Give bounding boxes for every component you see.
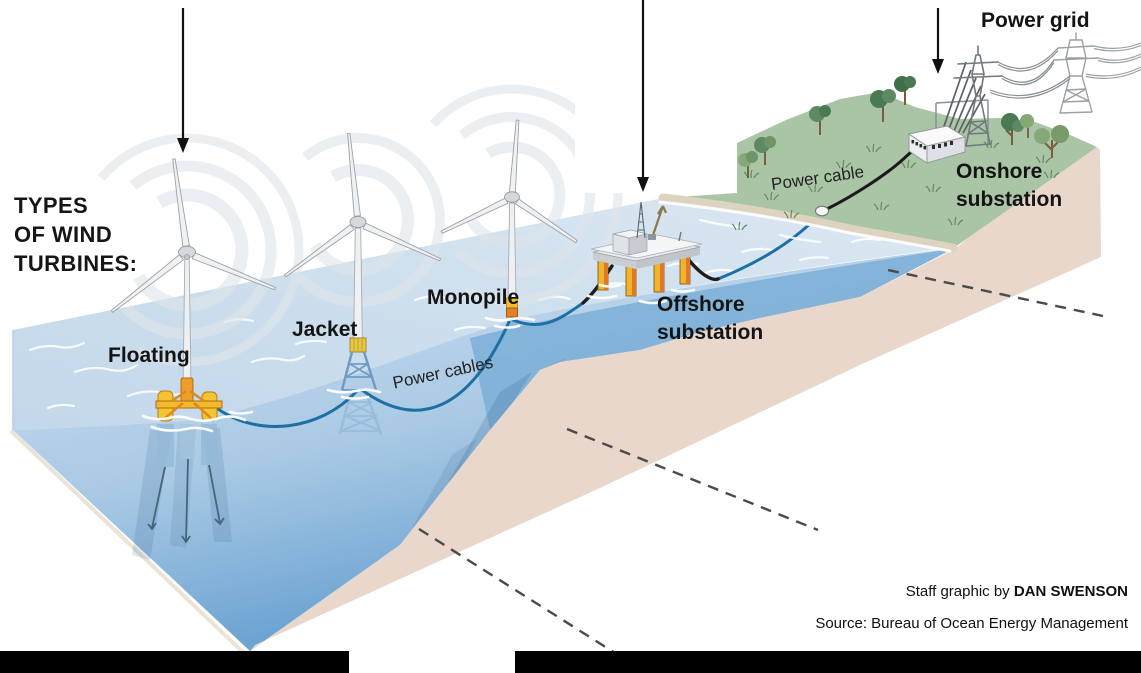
pointer-arrows xyxy=(177,0,944,192)
slope-shadow xyxy=(412,438,478,528)
beach-strip xyxy=(658,193,958,253)
monopile-turbine xyxy=(440,119,578,329)
shore-foam xyxy=(658,200,952,253)
bottom-black-bar-left xyxy=(0,651,349,673)
monopile-orange-band xyxy=(506,307,518,318)
source-credit: Source: Bureau of Ocean Energy Managemen… xyxy=(815,615,1129,632)
dashed-extension-line xyxy=(418,527,646,673)
slope-shadow xyxy=(448,372,532,482)
tree xyxy=(809,105,831,135)
lattice-mast xyxy=(636,201,646,239)
rotor xyxy=(283,132,442,278)
rotor xyxy=(110,158,277,313)
offshore-substation xyxy=(586,201,703,305)
power-lines xyxy=(989,42,1141,99)
transmission-tower-far xyxy=(1053,32,1099,114)
floating-foundation-underwater xyxy=(132,424,232,560)
credits: Staff graphic by DAN SWENSON Source: Bur… xyxy=(815,583,1129,632)
crane xyxy=(648,205,668,240)
block-edge xyxy=(9,429,250,659)
tree xyxy=(870,89,896,122)
arrow-floating-turbine xyxy=(177,8,189,153)
rotor-swoosh-arcs xyxy=(70,84,623,367)
mooring-lines xyxy=(147,458,225,544)
page-title-line3: TURBINES: xyxy=(14,251,137,276)
label-onshore-substation-line2: substation xyxy=(956,188,1062,211)
cable-jacket-to-monopile xyxy=(360,320,511,412)
nearshore-water-band xyxy=(470,249,952,430)
arrow-offshore-substation xyxy=(637,0,649,192)
transmission-tower-near xyxy=(953,45,1003,147)
floating-turbine xyxy=(110,158,277,433)
staff-credit: Staff graphic by DAN SWENSON xyxy=(906,583,1128,600)
label-power-grid: Power grid xyxy=(981,9,1090,32)
nacelle xyxy=(349,216,367,228)
jacket-lattice xyxy=(340,351,378,391)
sea-front-face xyxy=(13,248,955,651)
deck-module xyxy=(612,229,648,256)
staff-credit-prefix: Staff graphic by xyxy=(906,583,1014,600)
label-jacket: Jacket xyxy=(292,318,357,341)
bottom-black-bar-right xyxy=(515,651,1141,673)
trees xyxy=(738,76,1069,178)
building-windows xyxy=(911,140,953,150)
seabed-and-cliff xyxy=(250,147,1101,651)
staff-credit-name: DAN SWENSON xyxy=(1014,583,1128,600)
page-title-line1: TYPES xyxy=(14,193,88,218)
jacket-turbine xyxy=(283,132,442,400)
label-monopile: Monopile xyxy=(427,286,519,309)
label-offshore-substation-line2: substation xyxy=(657,321,763,344)
tree xyxy=(1034,125,1069,158)
sea-surface xyxy=(13,198,955,430)
label-offshore-substation-line1: Offshore xyxy=(657,293,745,316)
label-floating: Floating xyxy=(108,344,190,367)
dashed-extension-line xyxy=(566,427,819,532)
platform-legs xyxy=(597,247,691,297)
cable-monopile-to-substation xyxy=(511,301,585,326)
label-onshore-substation-line1: Onshore xyxy=(956,160,1042,183)
monopile-foundation-underwater xyxy=(496,319,529,353)
white-overlay-box xyxy=(575,0,737,193)
grass-tufts xyxy=(731,139,1060,231)
tree xyxy=(738,151,758,178)
tree xyxy=(1020,114,1034,138)
arrow-power-grid xyxy=(932,8,944,74)
onshore-substation-building xyxy=(907,125,967,164)
substation-feeder-wires xyxy=(939,61,986,139)
page-title-line2: OF WIND xyxy=(14,222,112,247)
cable-joint-connector xyxy=(814,205,830,217)
power-grid-structures xyxy=(935,32,1141,148)
ocean xyxy=(9,198,955,659)
floating-platform xyxy=(155,377,223,422)
nacelle xyxy=(504,191,520,203)
tree xyxy=(894,76,916,105)
tree xyxy=(754,136,776,165)
